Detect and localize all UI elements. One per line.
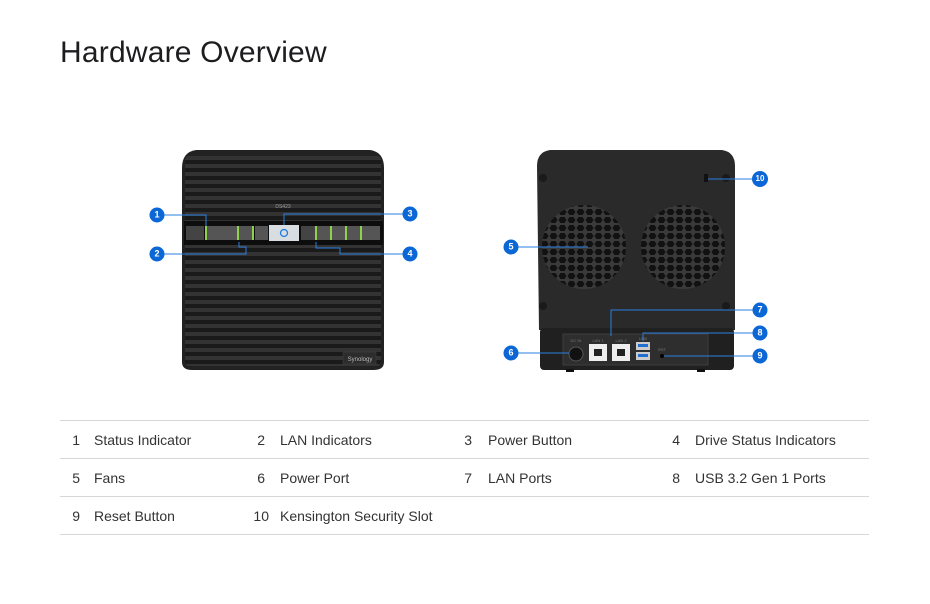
fan-right (641, 205, 725, 289)
back-device-image: DC IN LAN 1 LAN 2 USB RST (537, 150, 735, 372)
item-label: LAN Ports (488, 470, 552, 486)
front-device-image: DS423 Synology (182, 150, 384, 370)
item-label: LAN Indicators (280, 432, 372, 448)
component-legend-table: 1 Status Indicator 2 LAN Indicators 3 Po… (60, 420, 869, 535)
item-number: 6 (257, 470, 265, 486)
page-title: Hardware Overview (60, 36, 327, 69)
table-row: 9 Reset Button 10 Kensington Security Sl… (60, 496, 869, 535)
callout-6: 6 (503, 345, 519, 361)
model-label: DS423 (275, 204, 291, 210)
item-label: Kensington Security Slot (280, 508, 433, 524)
item-number: 3 (464, 432, 472, 448)
callout-8: 8 (752, 325, 768, 341)
power-port (568, 346, 584, 362)
callout-9: 9 (752, 348, 768, 364)
item-number: 10 (253, 508, 269, 524)
item-number: 8 (672, 470, 680, 486)
callout-4: 4 (402, 246, 418, 262)
brand-logo: Synology (348, 357, 373, 363)
item-number: 4 (672, 432, 680, 448)
item-number: 2 (257, 432, 265, 448)
item-number: 5 (72, 470, 80, 486)
item-number: 9 (72, 508, 80, 524)
item-label: Power Port (280, 470, 350, 486)
item-number: 7 (464, 470, 472, 486)
item-label: Reset Button (94, 508, 175, 524)
callout-5: 5 (503, 239, 519, 255)
item-number: 1 (72, 432, 80, 448)
table-row: 1 Status Indicator 2 LAN Indicators 3 Po… (60, 420, 869, 458)
item-label: Fans (94, 470, 126, 486)
callout-1: 1 (149, 207, 165, 223)
callout-2: 2 (149, 246, 165, 262)
item-label: USB 3.2 Gen 1 Ports (695, 470, 826, 486)
item-label: Status Indicator (94, 432, 192, 448)
callout-lines (157, 178, 760, 357)
table-row: 5 Fans 6 Power Port 7 LAN Ports 8 USB 3.… (60, 458, 869, 496)
item-label: Drive Status Indicators (695, 432, 836, 448)
kensington-slot (704, 174, 708, 182)
callout-3: 3 (402, 206, 418, 222)
callout-7: 7 (752, 302, 768, 318)
power-port-label: DC IN (571, 338, 582, 343)
lan2-port-label: LAN 2 (615, 338, 627, 343)
callout-10: 10 (752, 171, 768, 187)
reset-label: RST (658, 347, 667, 352)
item-label: Power Button (488, 432, 573, 448)
lan1-port-label: LAN 1 (592, 338, 604, 343)
